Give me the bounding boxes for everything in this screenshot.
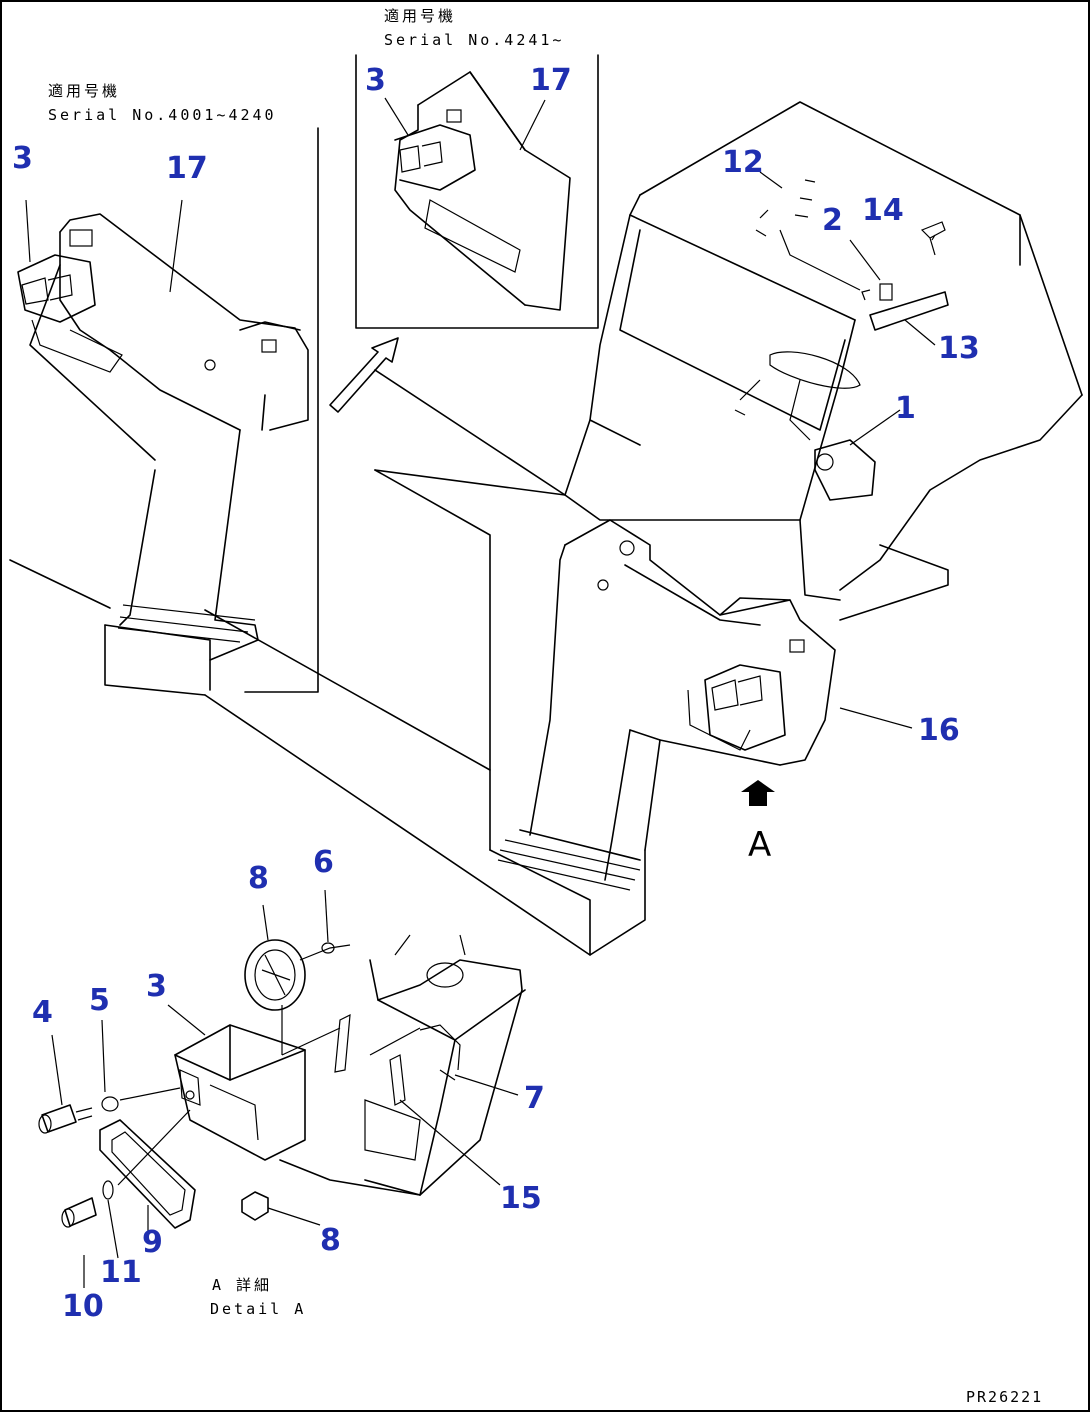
detail-heading: A 詳細 (212, 1276, 272, 1294)
callout-detail-10: 10 (62, 1289, 104, 1324)
detail-a-assembly (38, 934, 526, 1229)
callout-detail-4: 4 (32, 995, 53, 1030)
callout-12: 12 (722, 145, 764, 180)
callout-2: 2 (822, 203, 843, 238)
top-inset-heading: 適用号機 (384, 7, 456, 25)
left-inset-serial: Serial No.4001~4240 (48, 106, 277, 124)
leader-lines (25, 97, 936, 1288)
callout-13: 13 (938, 331, 980, 366)
view-arrow-a (741, 780, 775, 806)
callout-detail-3: 3 (146, 969, 167, 1004)
callout-detail-8-top: 8 (248, 861, 269, 896)
left-inset-lamp-bracket (9, 127, 319, 696)
callout-14: 14 (862, 193, 904, 228)
callout-detail-15: 15 (500, 1181, 542, 1216)
callout-detail-6: 6 (313, 845, 334, 880)
top-inset-lamp-bracket (355, 54, 599, 329)
callout-detail-8-bottom: 8 (320, 1223, 341, 1258)
callout-detail-5: 5 (89, 983, 110, 1018)
inset-pointer-arrow (329, 337, 399, 413)
drawing-code: PR26221 (966, 1388, 1043, 1406)
left-inset-heading: 適用号機 (48, 82, 120, 100)
detail-label: Detail A (210, 1300, 306, 1318)
callout-left-17: 17 (166, 151, 208, 186)
callout-top-3: 3 (365, 63, 386, 98)
top-inset-serial: Serial No.4241~ (384, 31, 564, 49)
callout-detail-11: 11 (100, 1255, 142, 1290)
callout-1: 1 (895, 391, 916, 426)
callout-detail-7: 7 (524, 1081, 545, 1116)
callout-left-3: 3 (12, 141, 33, 176)
view-letter-a: A (748, 825, 771, 865)
callout-top-17: 17 (530, 63, 572, 98)
callout-detail-9: 9 (142, 1225, 163, 1260)
callout-16: 16 (918, 713, 960, 748)
main-cab-assembly (204, 101, 1083, 956)
